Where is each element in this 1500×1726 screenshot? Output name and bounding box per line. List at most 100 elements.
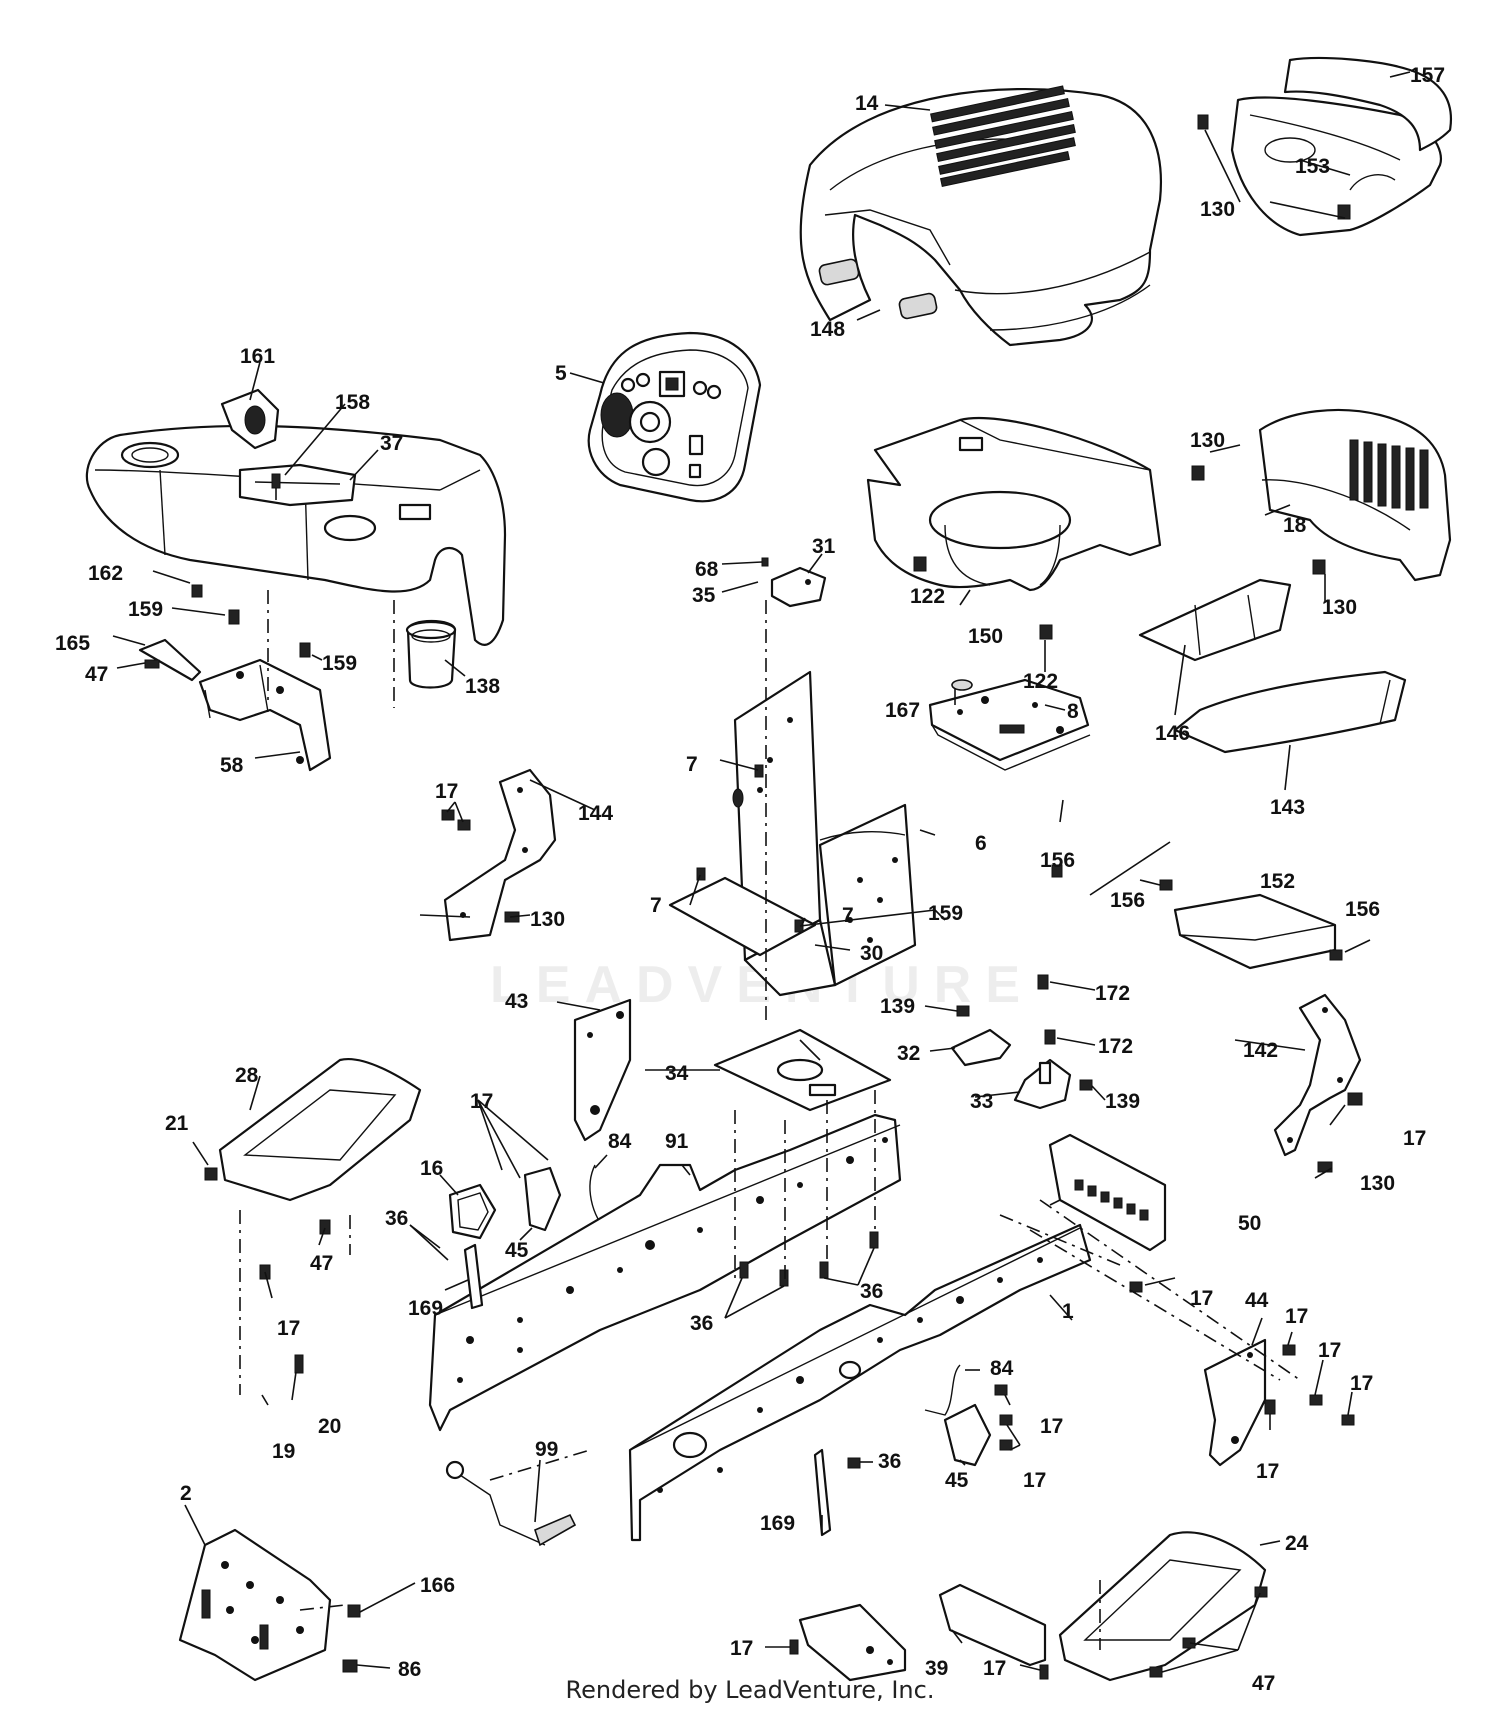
- callout-5: 5: [555, 362, 567, 385]
- callout-153: 153: [1295, 155, 1330, 178]
- part-31: [770, 566, 827, 608]
- callout-45a: 45: [505, 1239, 529, 1262]
- callout-24: 24: [1285, 1532, 1309, 1555]
- callout-18: 18: [1283, 514, 1307, 537]
- callout-36a: 36: [385, 1207, 408, 1230]
- callout-156c: 156: [1345, 898, 1380, 921]
- part-2-plate: [178, 1528, 332, 1682]
- part-143: [1173, 670, 1407, 754]
- callout-36d: 36: [878, 1450, 901, 1473]
- alignment-lines: [239, 590, 1301, 1650]
- callout-17-frame: 17: [470, 1090, 493, 1113]
- callout-84b: 84: [990, 1357, 1014, 1380]
- callout-31: 31: [812, 535, 836, 558]
- part-37-fender: [85, 424, 507, 646]
- callout-7c: 7: [842, 904, 854, 927]
- callout-130c: 130: [1322, 596, 1357, 619]
- part-138-cup: [405, 620, 457, 689]
- callout-19: 19: [272, 1440, 295, 1463]
- callout-47b: 47: [310, 1252, 333, 1275]
- callout-44: 44: [1245, 1289, 1269, 1312]
- callout-165: 165: [55, 632, 90, 655]
- callout-142: 142: [1243, 1039, 1278, 1062]
- callout-17-44d: 17: [1256, 1460, 1279, 1483]
- callout-47c: 47: [1252, 1672, 1275, 1695]
- part-153-grille: [1230, 96, 1443, 237]
- callout-17-44a: 17: [1285, 1305, 1308, 1328]
- callout-143: 143: [1270, 796, 1305, 819]
- callout-161: 161: [240, 345, 275, 368]
- callout-21: 21: [165, 1112, 189, 1135]
- callout-28: 28: [235, 1064, 259, 1087]
- callout-43: 43: [505, 990, 528, 1013]
- part-142-bracket: [1273, 993, 1362, 1157]
- callout-6: 6: [975, 832, 987, 855]
- callout-32: 32: [897, 1042, 920, 1065]
- part-24-footrest: [1058, 1531, 1267, 1682]
- part-167-grommet: [951, 679, 973, 691]
- callout-152: 152: [1260, 870, 1295, 893]
- callout-86: 86: [398, 1658, 421, 1681]
- callout-33: 33: [970, 1090, 993, 1113]
- callout-166: 166: [420, 1574, 455, 1597]
- callout-17-45b: 17: [1023, 1469, 1046, 1492]
- callout-139b: 139: [1105, 1090, 1140, 1113]
- callout-8: 8: [1067, 700, 1079, 723]
- callout-148: 148: [810, 318, 845, 341]
- callout-172b: 172: [1098, 1035, 1133, 1058]
- callout-156b: 156: [1110, 889, 1145, 912]
- callout-159c: 159: [928, 902, 963, 925]
- part-161: [220, 388, 280, 450]
- callout-99: 99: [535, 1438, 558, 1461]
- callout-169b: 169: [760, 1512, 795, 1535]
- callout-39: 39: [925, 1657, 948, 1680]
- part-99-lever: [445, 1460, 577, 1547]
- callout-68: 68: [695, 558, 719, 581]
- callout-130: 130: [1200, 198, 1235, 221]
- callout-138: 138: [465, 675, 500, 698]
- part-16: [448, 1183, 497, 1240]
- callout-158: 158: [335, 391, 370, 414]
- part-169-left: [463, 1243, 484, 1310]
- callout-7b: 7: [650, 894, 662, 917]
- part-bracket-lower: [798, 1603, 907, 1682]
- part-34-plate: [713, 1028, 892, 1112]
- leader-lines: [112, 71, 1411, 1673]
- callout-159a: 159: [128, 598, 163, 621]
- callout-162: 162: [88, 562, 123, 585]
- part-169-right: [813, 1448, 832, 1537]
- part-18-rear-grille: [1258, 408, 1452, 582]
- callout-36c: 36: [860, 1280, 883, 1303]
- callout-17-45a: 17: [1040, 1415, 1063, 1438]
- callout-16: 16: [420, 1157, 443, 1180]
- callout-150: 150: [968, 625, 1003, 648]
- callout-1: 1: [1062, 1300, 1074, 1323]
- callout-47a: 47: [85, 663, 108, 686]
- part-44-bracket: [1203, 1338, 1267, 1467]
- part-8-plate: [928, 678, 1091, 771]
- part-28-footrest: [218, 1057, 422, 1202]
- callout-30: 30: [860, 942, 883, 965]
- part-45-left: [523, 1166, 562, 1232]
- part-84-right: [924, 1364, 961, 1416]
- callout-17-44b: 17: [1318, 1339, 1341, 1362]
- part-157-trim: [1283, 56, 1453, 152]
- part-1-right-frame: [628, 1223, 1092, 1542]
- callout-17-142: 17: [1403, 1127, 1426, 1150]
- callout-157: 157: [1410, 64, 1445, 87]
- callout-156a: 156: [1040, 849, 1075, 872]
- part-152: [1173, 893, 1337, 970]
- part-91-left-frame: [428, 1113, 902, 1432]
- callout-17-1: 17: [1190, 1287, 1213, 1310]
- part-144-bracket: [443, 768, 557, 942]
- part-45-right: [943, 1403, 992, 1467]
- callout-20: 20: [318, 1415, 341, 1438]
- callout-35: 35: [692, 584, 716, 607]
- footer-credit: Rendered by LeadVenture, Inc.: [565, 1676, 935, 1704]
- part-158: [271, 473, 281, 500]
- callout-130b: 130: [1190, 429, 1225, 452]
- callout-146: 146: [1155, 722, 1190, 745]
- callout-17-rear: 17: [277, 1317, 300, 1340]
- callout-34: 34: [665, 1062, 689, 1085]
